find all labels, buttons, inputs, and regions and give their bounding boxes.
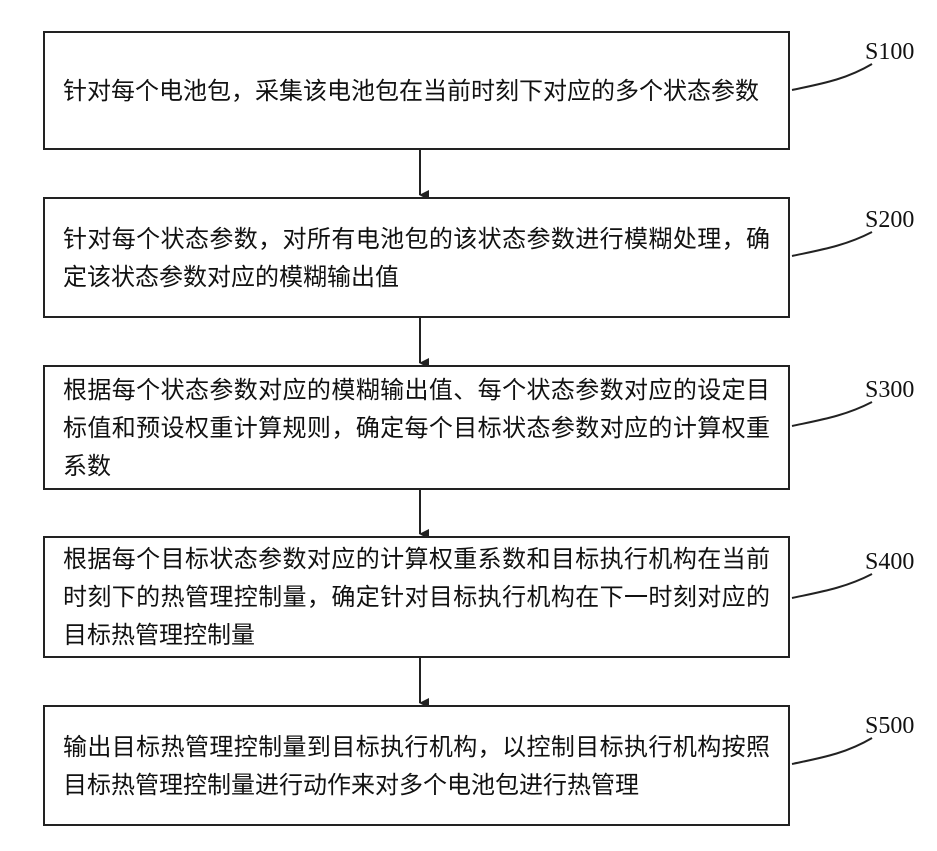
leader-line-s100: [792, 64, 872, 90]
step-text-s300: 根据每个状态参数对应的模糊输出值、每个状态参数对应的设定目标值和预设权重计算规则…: [63, 371, 770, 485]
step-text-s200: 针对每个状态参数，对所有电池包的该状态参数进行模糊处理，确定该状态参数对应的模糊…: [63, 220, 770, 296]
step-text-s400: 根据每个目标状态参数对应的计算权重系数和目标执行机构在当前时刻下的热管理控制量，…: [63, 540, 770, 654]
step-box-s100: 针对每个电池包，采集该电池包在当前时刻下对应的多个状态参数: [43, 31, 790, 150]
leader-line-s400: [792, 574, 872, 598]
step-box-s300: 根据每个状态参数对应的模糊输出值、每个状态参数对应的设定目标值和预设权重计算规则…: [43, 365, 790, 490]
leader-line-s500: [792, 738, 872, 764]
leader-line-s300: [792, 402, 872, 426]
leader-line-s200: [792, 232, 872, 256]
step-box-s400: 根据每个目标状态参数对应的计算权重系数和目标执行机构在当前时刻下的热管理控制量，…: [43, 536, 790, 658]
step-label-s200: S200: [865, 208, 914, 232]
step-box-s500: 输出目标热管理控制量到目标执行机构，以控制目标执行机构按照目标热管理控制量进行动…: [43, 705, 790, 826]
step-text-s100: 针对每个电池包，采集该电池包在当前时刻下对应的多个状态参数: [63, 72, 770, 110]
step-label-s300: S300: [865, 378, 914, 402]
step-text-s500: 输出目标热管理控制量到目标执行机构，以控制目标执行机构按照目标热管理控制量进行动…: [63, 728, 770, 804]
step-box-s200: 针对每个状态参数，对所有电池包的该状态参数进行模糊处理，确定该状态参数对应的模糊…: [43, 197, 790, 318]
step-label-s400: S400: [865, 550, 914, 574]
step-label-s500: S500: [865, 714, 914, 738]
step-label-s100: S100: [865, 40, 914, 64]
